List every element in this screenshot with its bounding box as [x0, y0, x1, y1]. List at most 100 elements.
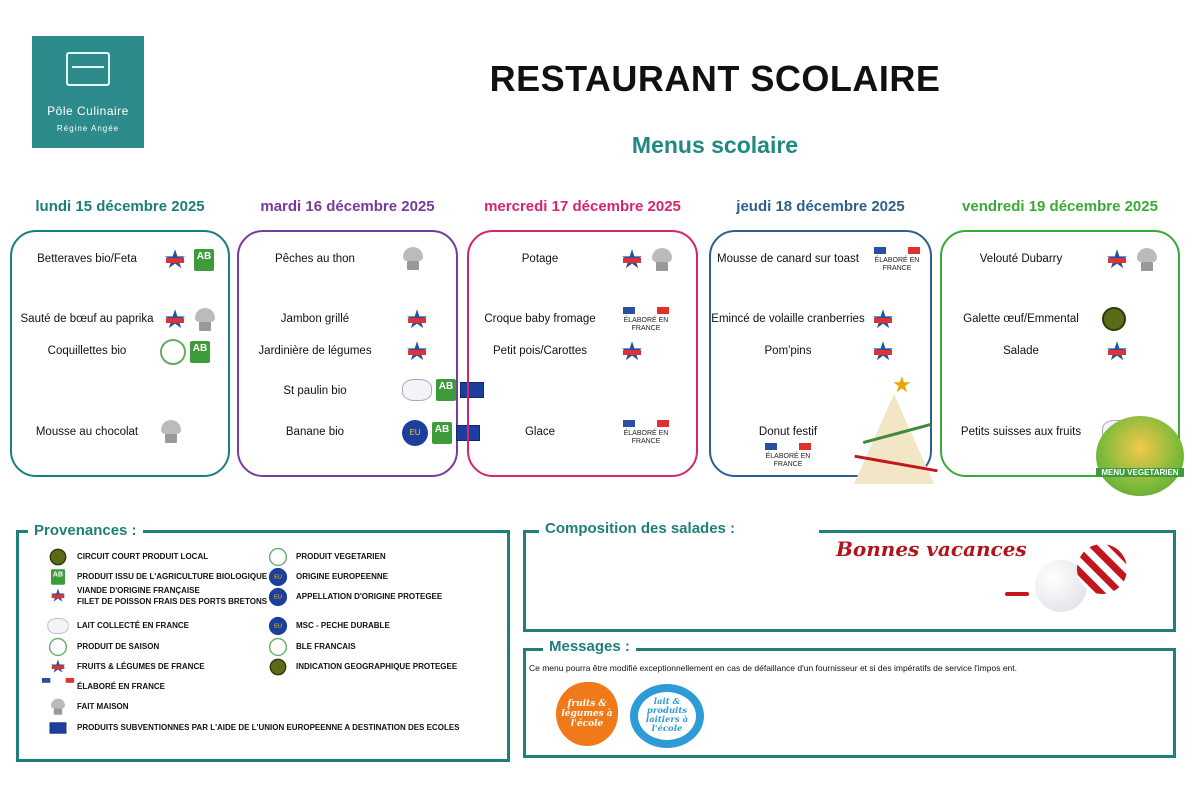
pole-culinaire-logo: Pôle Culinaire Régine Angée	[32, 36, 144, 148]
menu-item: Jardinière de légumes	[258, 345, 372, 357]
fait-maison-chef-hat-icon	[50, 698, 65, 716]
circuit-court-local-icon	[1102, 307, 1126, 331]
menu-item-labels: ÉLABORÉ EN FRANCE	[868, 247, 926, 273]
menu-item-labels: ★	[868, 338, 898, 365]
eu-flag-icon	[49, 722, 67, 734]
menu-item: Glace	[524, 426, 556, 438]
menu-item-labels: ★	[1102, 338, 1132, 365]
legend-item: APPELLATION D'ORIGINE PROTEGEE	[296, 592, 443, 601]
elabore-en-france-icon	[38, 677, 79, 696]
bio-ab-icon: AB	[190, 341, 210, 363]
menu-item-labels: ★	[160, 306, 216, 333]
day-menu-jeudi	[709, 230, 932, 477]
legend-item: CIRCUIT COURT PRODUIT LOCAL	[77, 552, 209, 561]
day-menu-vendredi	[940, 230, 1180, 477]
legend-icon: ★	[40, 586, 76, 606]
day-heading-mercredi: mercredi 17 décembre 2025	[484, 198, 681, 215]
fruits-legumes-france-icon: ★	[160, 246, 190, 273]
menu-item: Pêches au thon	[275, 253, 355, 265]
legend-icon	[40, 637, 76, 657]
legend-item: BLE FRANCAIS	[296, 642, 356, 651]
fruits-legumes-france-icon: ★	[617, 338, 647, 365]
bio-ab-icon: AB	[436, 379, 456, 401]
legend-item: INDICATION GEOGRAPHIQUE PROTEGEE	[296, 662, 458, 671]
fruits-legumes-france-icon: ★	[1102, 338, 1132, 365]
logo-line2: Régine Angée	[56, 124, 120, 133]
page-title: RESTAURANT SCOLAIRE	[489, 58, 941, 99]
origine-europeenne-icon: EU	[268, 567, 288, 587]
legend-icon	[40, 718, 76, 738]
day-heading-jeudi: jeudi 18 décembre 2025	[736, 198, 905, 215]
menu-vegetarien-label: MENU VEGETARIEN	[1096, 468, 1184, 477]
legend-item: PRODUITS SUBVENTIONNES PAR L'AIDE DE L'U…	[77, 723, 460, 732]
menu-item-labels: ★	[617, 338, 647, 365]
fruits-legumes-ecole-logo: fruits & légumes à l'école	[556, 682, 618, 746]
salades-title: Composition des salades :	[539, 520, 819, 537]
day-menu-mardi	[237, 230, 458, 477]
origine-europeenne-icon: EU	[402, 420, 428, 446]
fruits-legumes-france-icon: ★	[1102, 246, 1132, 273]
menu-item-labels: ÉLABORÉ EN FRANCE	[759, 443, 817, 469]
menu-item: Petit pois/Carottes	[493, 345, 587, 357]
lait-france-icon	[47, 618, 69, 634]
menu-item-labels: ★	[868, 306, 898, 333]
day-menu-mercredi	[467, 230, 698, 477]
fruits-legumes-france-icon: ★	[48, 657, 69, 676]
bio-ab-icon: AB	[51, 569, 65, 585]
menu-item-labels	[1102, 307, 1126, 331]
legend-icon: ★	[40, 657, 76, 677]
eu-flag-icon	[460, 382, 484, 398]
legend-item: PRODUIT ISSU DE L'AGRICULTURE BIOLOGIQUE	[77, 572, 268, 581]
circuit-court-local-icon	[269, 658, 287, 676]
fait-maison-chef-hat-icon	[1136, 248, 1158, 272]
viande-francaise-icon: ★	[868, 306, 898, 333]
legend-item: FILET DE POISSON FRAIS DES PORTS BRETONS	[77, 597, 268, 606]
legend-item: VIANDE D'ORIGINE FRANÇAISE	[77, 586, 200, 595]
elabore-en-france-icon: ÉLABORÉ EN FRANCE	[617, 420, 675, 446]
logo-line1: Pôle Culinaire	[47, 104, 129, 118]
legend-item: FRUITS & LÉGUMES DE FRANCE	[77, 662, 205, 671]
ble-francais-icon	[268, 547, 288, 567]
day-heading-lundi: lundi 15 décembre 2025	[35, 198, 205, 215]
bonnes-vacances-text: Bonnes vacances	[836, 537, 1027, 561]
bio-ab-icon: AB	[432, 422, 452, 444]
ble-francais-icon	[48, 637, 68, 657]
menu-item: Velouté Dubarry	[979, 253, 1063, 265]
menu-item-labels: ÉLABORÉ EN FRANCE	[617, 307, 675, 333]
legend-icon: EU	[260, 567, 296, 587]
legend-icon	[260, 637, 296, 657]
bio-ab-icon: AB	[194, 249, 214, 271]
fait-maison-chef-hat-icon	[402, 247, 424, 271]
legend-item: LAIT COLLECTÉ EN FRANCE	[77, 621, 189, 630]
menu-item-labels: ★	[402, 306, 432, 333]
origine-europeenne-icon: EU	[268, 616, 288, 636]
circuit-court-local-icon	[49, 548, 67, 566]
fruits-legumes-france-icon: ★	[402, 338, 432, 365]
christmas-tree-icon: ★	[840, 372, 944, 494]
menu-item: St paulin bio	[283, 385, 347, 397]
menu-item: Coquillettes bio	[47, 345, 127, 357]
menu-item-labels	[402, 247, 424, 271]
lait-france-icon	[402, 379, 432, 401]
viande-francaise-icon: ★	[160, 306, 190, 333]
messages-section	[523, 648, 1176, 758]
menu-item: Petits suisses aux fruits	[960, 426, 1082, 438]
menu-item: Betteraves bio/Feta	[37, 253, 137, 265]
lait-produits-laitiers-ecole-logo: lait & produits laitiers à l'école	[630, 684, 704, 748]
menu-item-labels: ÉLABORÉ EN FRANCE	[617, 420, 675, 446]
day-heading-vendredi: vendredi 19 décembre 2025	[962, 198, 1158, 215]
fruits-legumes-france-icon: ★	[868, 338, 898, 365]
menu-item: Croque baby fromage	[484, 313, 596, 325]
christmas-baubles-icon	[985, 540, 1165, 620]
viande-francaise-icon: ★	[48, 586, 69, 605]
menu-item: Sauté de bœuf au paprika	[20, 313, 154, 325]
elabore-en-france-icon: ÉLABORÉ EN FRANCE	[617, 307, 675, 333]
legend-item: FAIT MAISON	[77, 702, 129, 711]
legend-icon	[40, 677, 76, 697]
menu-item: Emincé de volaille cranberries	[711, 313, 865, 325]
menu-item-labels: AB	[160, 339, 210, 365]
elabore-en-france-icon: ÉLABORÉ EN FRANCE	[759, 443, 817, 469]
ble-francais-icon	[160, 339, 186, 365]
legend-icon	[40, 547, 76, 567]
menu-item: Salade	[1003, 345, 1039, 357]
